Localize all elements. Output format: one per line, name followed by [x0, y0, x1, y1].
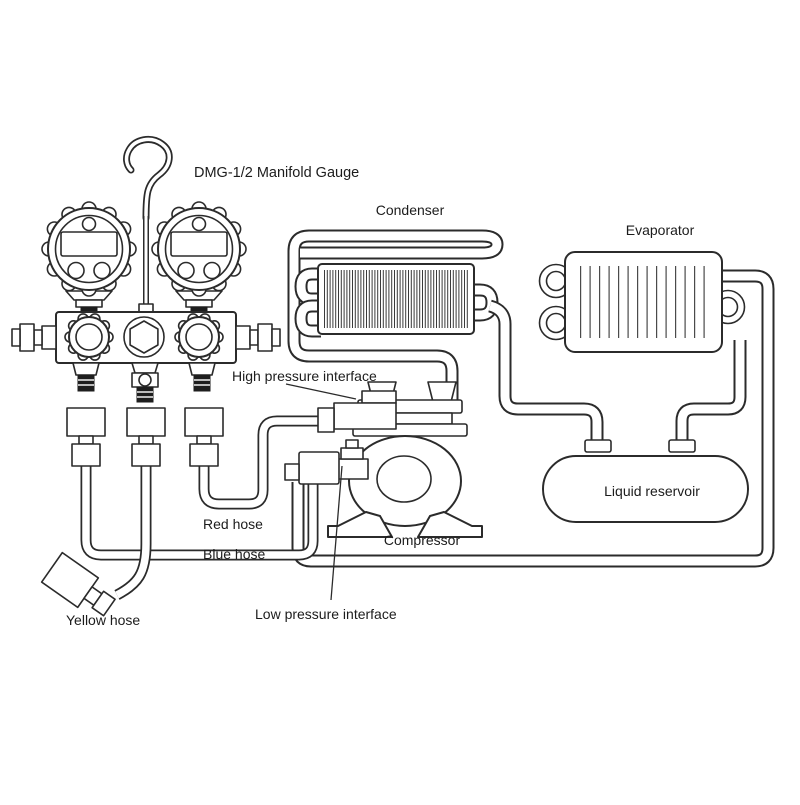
- manifold-gauge-unit: [11, 135, 281, 403]
- high-pressure-fitting: [333, 402, 397, 430]
- liquid-reservoir: [542, 439, 749, 523]
- condenser: [317, 263, 475, 335]
- compressor: [327, 381, 483, 538]
- red-hose: [198, 415, 333, 510]
- high-pressure-interface: [317, 390, 397, 433]
- hose-connectors: [66, 407, 224, 467]
- low-pressure-interface: [284, 439, 369, 485]
- high-pressure-gauge: [151, 201, 247, 297]
- high-pressure-label: High pressure interface: [232, 368, 377, 384]
- blue-hose: [80, 466, 319, 561]
- condenser-label: Condenser: [376, 202, 445, 218]
- service-nozzle: [40, 551, 116, 617]
- low-pressure-gauge: [41, 201, 137, 297]
- reservoir-left-flange: [584, 439, 612, 453]
- manifold-right-port: [235, 323, 281, 352]
- diagram-title: DMG-1/2 Manifold Gauge: [194, 165, 359, 181]
- discharge-and-condenser-coil-pipe: [287, 229, 504, 404]
- yellow-hose: [114, 466, 152, 600]
- center-hex-fitting: [129, 320, 159, 354]
- compressor-right-leg: [417, 511, 483, 538]
- blue-hose-label: Blue hose: [203, 546, 265, 562]
- compressor-left-leg: [327, 511, 393, 538]
- low-pressure-label: Low pressure interface: [255, 606, 397, 622]
- manifold-bottom-ports: [72, 362, 216, 403]
- yellow-hose-label: Yellow hose: [66, 612, 140, 628]
- manifold-left-port: [11, 323, 57, 352]
- liquid-reservoir-label: Liquid reservoir: [604, 483, 700, 499]
- evaporator-label: Evaporator: [626, 222, 695, 238]
- evaporator: [538, 251, 746, 353]
- reservoir-right-flange: [668, 439, 696, 453]
- red-hose-label: Red hose: [203, 516, 263, 532]
- high-side-knob[interactable]: [174, 312, 224, 362]
- reservoir-to-evaporator-pipe: [675, 340, 747, 446]
- condenser-to-reservoir-pipe: [487, 299, 604, 446]
- low-side-knob[interactable]: [64, 312, 114, 362]
- reservoir-tank: [542, 455, 749, 523]
- low-pressure-elbow: [298, 451, 340, 485]
- high-pressure-leader-line: [285, 383, 357, 400]
- low-pressure-leader-line: [330, 465, 343, 601]
- compressor-label: Compressor: [384, 532, 461, 548]
